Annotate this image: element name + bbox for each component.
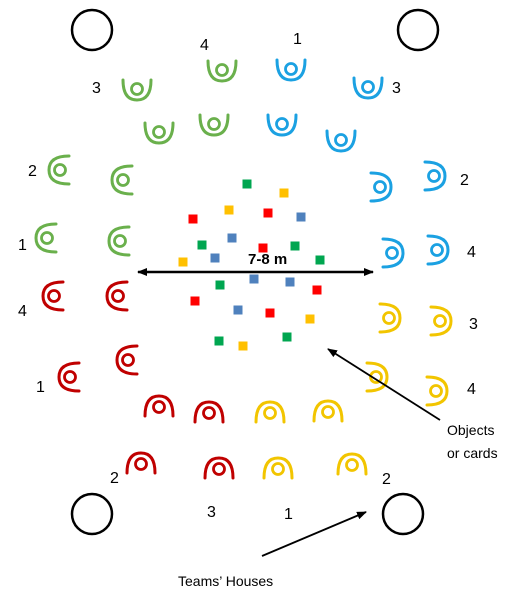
blue-player-icon [423, 160, 447, 192]
object-card [305, 314, 315, 324]
object-card [279, 188, 289, 198]
object-card [178, 257, 188, 267]
blue-player-icon [325, 129, 357, 153]
green-player-icon [121, 78, 153, 102]
player-numbers: 4 3 2 1 1 3 2 4 4 1 2 3 3 4 1 2 [18, 31, 478, 523]
yellow-number-bottom: 1 [284, 506, 293, 523]
red-number-bottom: 3 [207, 504, 216, 521]
objects [178, 179, 325, 351]
objects-annotation: Objects or cards [327, 348, 498, 461]
blue-player-icon [275, 58, 307, 82]
red-player-icon [193, 400, 225, 424]
object-card [312, 285, 322, 295]
green-number-middle: 2 [28, 163, 37, 180]
object-card [290, 241, 300, 251]
houses [70, 8, 440, 536]
house-bottom-right [381, 492, 425, 536]
object-card [214, 336, 224, 346]
object-card [249, 274, 259, 284]
object-card [238, 341, 248, 351]
object-card [296, 212, 306, 222]
green-player-icon [110, 164, 134, 196]
object-card [242, 179, 252, 189]
yellow-player-icon [262, 456, 294, 480]
red-player-icon [203, 456, 235, 480]
object-card [233, 305, 243, 315]
blue-number-upper: 3 [392, 80, 401, 97]
yellow-number-upper: 3 [469, 316, 478, 333]
yellow-player-icon [336, 452, 368, 476]
object-card [265, 308, 275, 318]
yellow-number-lower: 4 [467, 381, 476, 398]
yellow-player-icon [378, 302, 402, 334]
green-player-icon [107, 225, 131, 257]
green-number-upper: 3 [92, 80, 101, 97]
green-player-icon [34, 222, 58, 254]
blue-number-top: 1 [293, 31, 302, 48]
yellow-player-icon [254, 400, 286, 424]
red-player-icon [125, 451, 157, 475]
blue-player-icon [381, 237, 405, 269]
red-player-icon [41, 280, 65, 312]
yellow-number-corner: 2 [382, 471, 391, 488]
green-player-icon [143, 121, 175, 145]
green-number-lower: 1 [18, 237, 27, 254]
green-number-top: 4 [200, 37, 209, 54]
objects-pointer-arrow [327, 348, 441, 421]
blue-player-icon [266, 113, 298, 137]
house-top-right [396, 8, 440, 52]
red-number-lower: 2 [110, 470, 119, 487]
object-card [285, 277, 295, 287]
red-player-icon [57, 361, 81, 393]
red-player-icon [115, 344, 139, 376]
red-player-icon [143, 394, 175, 418]
houses-pointer-arrow [261, 511, 367, 557]
object-card [224, 205, 234, 215]
object-card [263, 208, 273, 218]
object-card [258, 243, 268, 253]
green-player-icon [47, 154, 71, 186]
blue-number-lower: 4 [467, 244, 476, 261]
houses-annotation: Teams’ Houses [178, 511, 367, 589]
object-card [215, 280, 225, 290]
house-bottom-left [70, 492, 114, 536]
blue-player-icon [426, 234, 450, 266]
object-card [315, 255, 325, 265]
red-player-icon [105, 280, 129, 312]
object-card [282, 332, 292, 342]
house-top-left [70, 8, 114, 52]
blue-player-icon [369, 171, 393, 203]
object-card [188, 214, 198, 224]
players [34, 58, 453, 480]
yellow-player-icon [312, 399, 344, 423]
red-number-middle: 1 [36, 379, 45, 396]
blue-player-icon [352, 76, 384, 100]
distance-measure: 7-8 m [137, 251, 374, 276]
red-number-upper: 4 [18, 303, 27, 320]
objects-label-line2: or cards [447, 445, 498, 461]
distance-label: 7-8 m [248, 251, 287, 268]
yellow-player-icon [365, 361, 389, 393]
object-card [227, 233, 237, 243]
green-player-icon [198, 113, 230, 137]
object-card [210, 253, 220, 263]
green-player-icon [206, 59, 238, 83]
blue-number-middle: 2 [460, 172, 469, 189]
object-card [190, 296, 200, 306]
yellow-player-icon [429, 305, 453, 337]
object-card [197, 240, 207, 250]
yellow-player-icon [425, 375, 449, 407]
objects-label-line1: Objects [447, 422, 494, 438]
houses-label: Teams’ Houses [178, 573, 273, 589]
